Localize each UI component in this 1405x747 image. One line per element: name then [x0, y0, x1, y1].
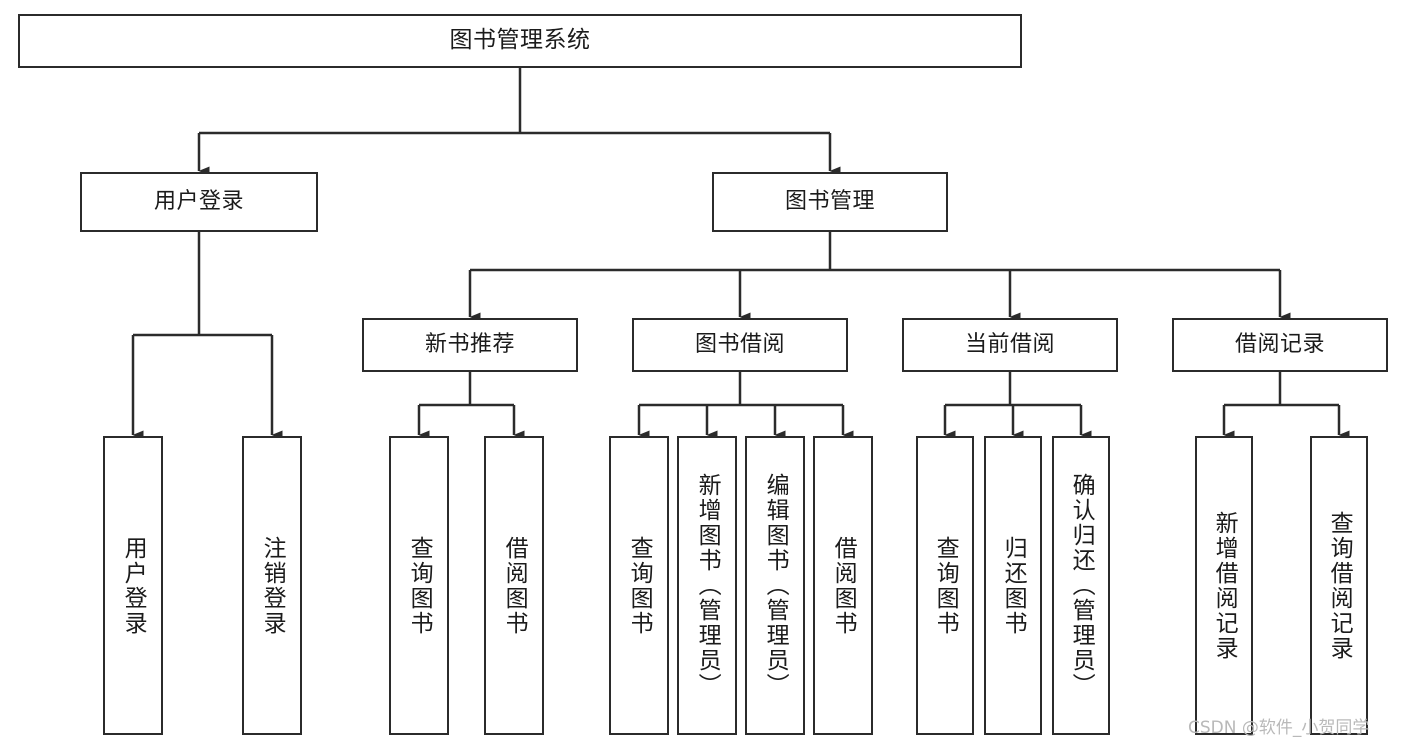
node-label-user-login: 用户登录	[153, 188, 244, 214]
connector-layer	[131, 68, 1350, 440]
node-label-book-borrow: 图书借阅	[694, 331, 785, 357]
node-leaf-bb-add[interactable]: 新增图书（管理员）	[677, 436, 737, 735]
node-label-leaf-rec-query: 查询图书	[406, 535, 433, 636]
node-label-root: 图书管理系统	[449, 27, 591, 54]
node-new-book-rec[interactable]: 新书推荐	[362, 318, 578, 372]
node-leaf-rec-borrow[interactable]: 借阅图书	[484, 436, 544, 735]
node-label-leaf-br-add: 新增借阅记录	[1211, 510, 1238, 661]
node-user-login[interactable]: 用户登录	[80, 172, 318, 232]
node-leaf-bb-query[interactable]: 查询图书	[609, 436, 669, 735]
node-label-leaf-cb-query: 查询图书	[932, 535, 959, 636]
node-leaf-bb-edit[interactable]: 编辑图书（管理员）	[745, 436, 805, 735]
node-label-leaf-user-login: 用户登录	[120, 535, 147, 636]
node-label-leaf-bb-borrow: 借阅图书	[830, 535, 857, 636]
node-label-leaf-user-logout: 注销登录	[259, 535, 286, 636]
node-borrow-record[interactable]: 借阅记录	[1172, 318, 1388, 372]
node-label-leaf-cb-return: 归还图书	[1000, 535, 1027, 636]
node-leaf-bb-borrow[interactable]: 借阅图书	[813, 436, 873, 735]
node-book-manage[interactable]: 图书管理	[712, 172, 948, 232]
node-label-leaf-bb-add: 新增图书（管理员）	[694, 473, 721, 698]
node-leaf-br-query[interactable]: 查询借阅记录	[1310, 436, 1368, 735]
node-label-leaf-bb-query: 查询图书	[626, 535, 653, 636]
node-label-leaf-bb-edit: 编辑图书（管理员）	[762, 473, 789, 698]
node-label-leaf-rec-borrow: 借阅图书	[501, 535, 528, 636]
node-label-borrow-record: 借阅记录	[1234, 331, 1325, 357]
node-book-borrow[interactable]: 图书借阅	[632, 318, 848, 372]
node-current-borrow[interactable]: 当前借阅	[902, 318, 1118, 372]
node-leaf-user-logout[interactable]: 注销登录	[242, 436, 302, 735]
node-label-new-book-rec: 新书推荐	[424, 331, 515, 357]
node-leaf-cb-query[interactable]: 查询图书	[916, 436, 974, 735]
node-leaf-rec-query[interactable]: 查询图书	[389, 436, 449, 735]
node-label-book-manage: 图书管理	[784, 188, 875, 214]
node-leaf-cb-return[interactable]: 归还图书	[984, 436, 1042, 735]
node-root[interactable]: 图书管理系统	[18, 14, 1022, 68]
node-label-leaf-br-query: 查询借阅记录	[1326, 510, 1353, 661]
node-label-leaf-cb-confirm: 确认归还（管理员）	[1068, 473, 1095, 698]
node-leaf-br-add[interactable]: 新增借阅记录	[1195, 436, 1253, 735]
node-leaf-user-login[interactable]: 用户登录	[103, 436, 163, 735]
node-leaf-cb-confirm[interactable]: 确认归还（管理员）	[1052, 436, 1110, 735]
node-label-current-borrow: 当前借阅	[964, 331, 1055, 357]
